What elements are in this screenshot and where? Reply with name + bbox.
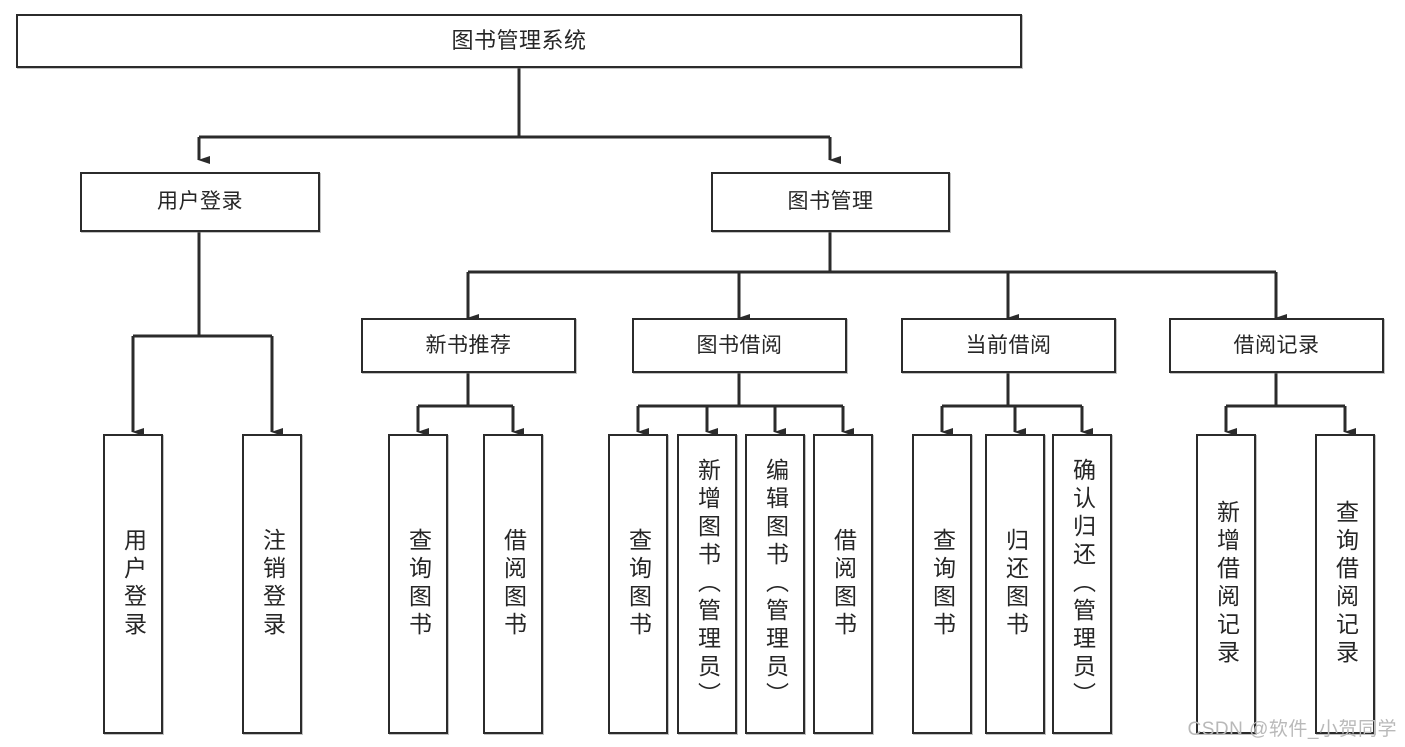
node-book-manage[interactable]: 图书管理	[711, 172, 950, 232]
leaf-add-book[interactable]: 新增图书（管理员）	[677, 434, 737, 734]
leaf-query-book-2[interactable]: 查询图书	[608, 434, 668, 734]
node-label: 图书管理	[787, 190, 874, 214]
node-label: 新书推荐	[425, 333, 512, 357]
node-user-login[interactable]: 用户登录	[80, 172, 320, 232]
node-label: 用户登录	[120, 528, 147, 640]
leaf-borrow-book-2[interactable]: 借阅图书	[813, 434, 873, 734]
node-label: 当前借阅	[965, 333, 1052, 357]
watermark-text: CSDN @软件_小贺同学	[1187, 719, 1397, 740]
node-label: 归还图书	[1002, 528, 1029, 640]
node-label: 查询借阅记录	[1332, 500, 1359, 668]
node-label: 编辑图书（管理员）	[762, 458, 789, 710]
node-new-book-recommend[interactable]: 新书推荐	[361, 318, 576, 373]
node-label: 图书管理系统	[451, 27, 587, 53]
node-label: 借阅图书	[830, 528, 857, 640]
node-label: 用户登录	[157, 190, 243, 214]
node-label: 借阅记录	[1233, 333, 1320, 357]
node-label: 确认归还（管理员）	[1069, 458, 1096, 710]
node-book-borrow[interactable]: 图书借阅	[632, 318, 847, 373]
node-label: 查询图书	[405, 528, 432, 640]
node-label: 新增借阅记录	[1213, 500, 1240, 668]
leaf-query-record[interactable]: 查询借阅记录	[1315, 434, 1375, 734]
node-label: 图书借阅	[696, 333, 783, 357]
leaf-confirm-return[interactable]: 确认归还（管理员）	[1052, 434, 1112, 734]
leaf-query-book-1[interactable]: 查询图书	[388, 434, 448, 734]
leaf-add-record[interactable]: 新增借阅记录	[1196, 434, 1256, 734]
leaf-query-book-3[interactable]: 查询图书	[912, 434, 972, 734]
node-root-system[interactable]: 图书管理系统	[16, 14, 1022, 68]
leaf-borrow-book-1[interactable]: 借阅图书	[483, 434, 543, 734]
leaf-user-logout[interactable]: 注销登录	[242, 434, 302, 734]
node-label: 新增图书（管理员）	[694, 458, 721, 710]
leaf-edit-book[interactable]: 编辑图书（管理员）	[745, 434, 805, 734]
node-label: 借阅图书	[500, 528, 527, 640]
leaf-user-login[interactable]: 用户登录	[103, 434, 163, 734]
leaf-return-book[interactable]: 归还图书	[985, 434, 1045, 734]
node-current-borrow[interactable]: 当前借阅	[901, 318, 1116, 373]
node-label: 注销登录	[259, 528, 286, 640]
node-label: 查询图书	[625, 528, 652, 640]
node-borrow-record[interactable]: 借阅记录	[1169, 318, 1384, 373]
node-label: 查询图书	[929, 528, 956, 640]
